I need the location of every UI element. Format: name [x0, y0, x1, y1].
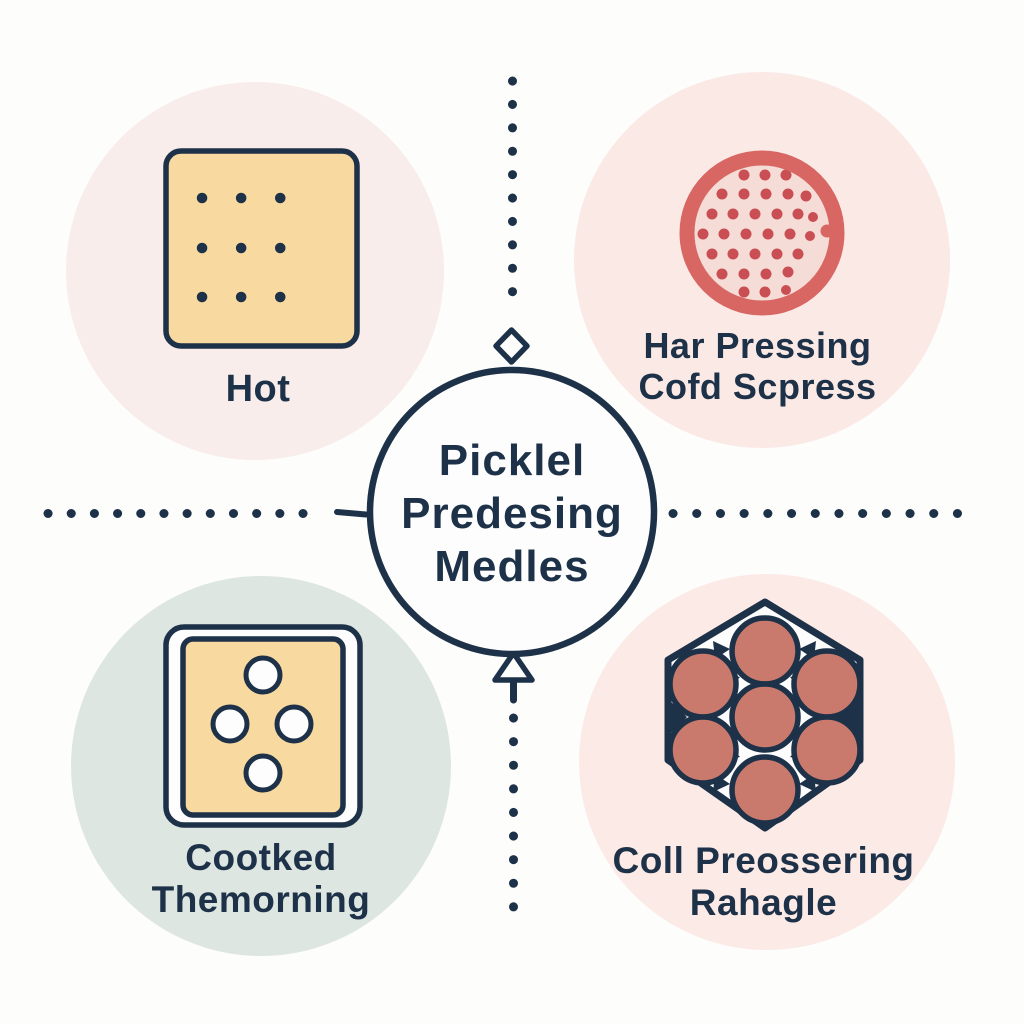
center-circle [366, 366, 658, 658]
bottom-left-label: Cootked Themorning [151, 837, 371, 920]
top-right-label: Har Pressing Cofd Scpress [638, 325, 877, 407]
hex-cables [667, 615, 863, 826]
perforated-square-icon [163, 148, 360, 349]
diamond-connector-icon [493, 327, 530, 365]
button-panel-holes [210, 655, 314, 793]
center-title: Picklel Predesing Medles [401, 436, 623, 591]
perforated-square-body [163, 148, 360, 349]
ring-band [679, 150, 845, 316]
arrow-head [492, 650, 535, 683]
up-arrow-icon [492, 650, 535, 704]
dotted-ring-icon [679, 150, 845, 316]
bottom-right-label: Coll Preossering Rahagle [612, 840, 915, 923]
top-left-label: Hot [225, 368, 291, 410]
ring-interior [694, 165, 830, 301]
ring-notch [820, 224, 834, 238]
button-panel-icon [163, 624, 363, 828]
ring-dots [697, 169, 818, 298]
hex-bundle-icon [664, 598, 864, 832]
left-connector-dash [334, 509, 369, 518]
button-panel-body [180, 636, 346, 818]
